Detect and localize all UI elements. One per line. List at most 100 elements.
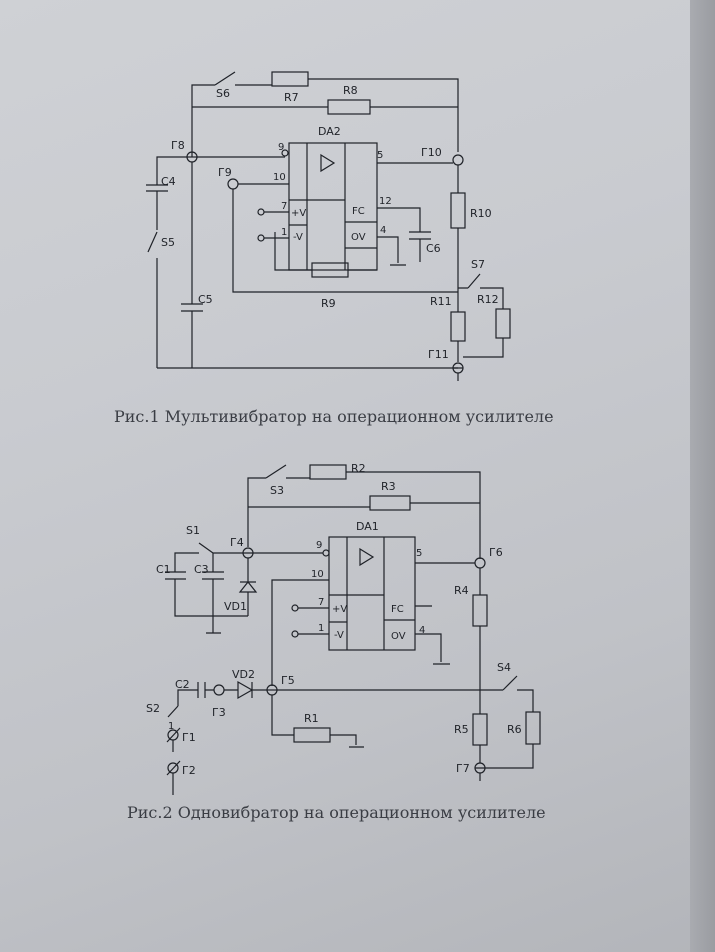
fig1-label-g11: Г11 [428, 348, 449, 361]
fig2-c2-capacitor [167, 682, 214, 718]
fig1-pin-4: 4 [380, 225, 386, 236]
fig1-multivibrator: S6 R7 R8 Г8 DA2 9 Г9 10 7 1 +V -V FC OV … [114, 71, 554, 426]
fig1-label-r11: R11 [430, 295, 452, 308]
fig2-label-vd2: VD2 [232, 668, 255, 681]
fig2-label-r5: R5 [454, 723, 469, 736]
fig2-label-s2: S2 [146, 702, 160, 715]
fig2-g3-terminal [213, 684, 225, 696]
fig1-pin-9: 9 [278, 142, 284, 153]
fig2-label-r4: R4 [454, 584, 469, 597]
fig1-caption: Рис.1 Мультивибратор на операционном уси… [114, 407, 554, 426]
fig1-pin-12: 12 [379, 196, 392, 207]
fig1-label-r10: R10 [470, 207, 492, 220]
fig2-label-c1: C1 [156, 563, 171, 576]
fig2-g6-terminal [474, 557, 486, 569]
fig2-pin-4: 4 [419, 625, 425, 636]
fig2-label-s3: S3 [270, 484, 284, 497]
fig2-label-c2: C2 [175, 678, 190, 691]
fig2-label-g7: Г7 [456, 762, 470, 775]
fig2-label-r6: R6 [507, 723, 522, 736]
fig2-label-s1: S1 [186, 524, 200, 537]
fig1-c4-branch [146, 156, 187, 368]
fig2-s4-branch [480, 675, 534, 769]
fig2-opamp-neg-label: -V [334, 630, 344, 641]
fig1-label-da2: DA2 [318, 125, 341, 138]
fig1-opamp-neg-label: -V [293, 232, 303, 243]
fig1-label-g8: Г8 [171, 139, 185, 152]
fig2-label-r3: R3 [381, 480, 396, 493]
fig1-label-r12: R12 [477, 293, 499, 306]
fig1-opamp-pos-label: +V [291, 208, 306, 219]
fig1-label-r9: R9 [321, 297, 336, 310]
fig2-label-s4: S4 [497, 661, 511, 674]
fig2-r5-resistor [472, 713, 488, 746]
fig2-top-rail [247, 464, 481, 559]
fig2-pin-10: 10 [311, 569, 324, 580]
page-edge [690, 0, 715, 952]
fig2-opamp-pos-label: +V [332, 604, 347, 615]
fig2-ground-icon [415, 605, 450, 665]
fig1-pin-5: 5 [377, 150, 383, 161]
fig2-label-g5: Г5 [281, 674, 295, 687]
fig1-opamp-body [288, 142, 378, 271]
fig2-caption: Рис.2 Одновибратор на операционном усили… [127, 803, 546, 822]
fig2-label-g1: Г1 [182, 731, 196, 744]
fig1-opamp-triangle-icon [320, 153, 336, 173]
fig2-r1-resistor [293, 727, 331, 743]
fig1-c6-branch [377, 207, 431, 262]
fig1-label-r8: R8 [343, 84, 358, 97]
fig1-pin-1: 1 [281, 227, 287, 238]
fig1-pin-7: 7 [281, 201, 287, 212]
fig1-label-g10: Г10 [421, 146, 442, 159]
fig1-feedback [232, 183, 458, 293]
fig1-label-c6: C6 [426, 242, 441, 255]
fig2-pin-5: 5 [416, 548, 422, 559]
fig2-s2-position-1: 1 [168, 721, 174, 732]
fig1-top-rail [191, 71, 459, 157]
fig2-pin-1: 1 [318, 623, 324, 634]
fig2-monovibrator: R2 S3 R3 DA1 S1 Г4 9 10 7 1 +V -V FC OV … [127, 462, 546, 822]
fig2-label-g2: Г2 [182, 764, 196, 777]
fig1-output-branch [457, 273, 504, 362]
fig2-opamp-triangle-icon [359, 547, 375, 567]
fig1-label-c4: C4 [161, 175, 176, 188]
fig2-vd1-diode-icon [238, 558, 258, 616]
fig1-r9-resistor [311, 262, 349, 278]
fig2-label-g3: Г3 [212, 706, 226, 719]
fig1-ground-icon [377, 236, 406, 266]
fig2-pin-7: 7 [318, 597, 324, 608]
fig1-g9-terminal [227, 178, 239, 190]
fig1-label-g9: Г9 [218, 166, 232, 179]
fig2-opamp-ov-label: OV [391, 631, 406, 642]
fig1-opamp-fc-label: FC [352, 206, 365, 217]
fig2-label-c3: C3 [194, 563, 209, 576]
fig2-r3-resistor [369, 495, 411, 511]
fig1-label-c5: C5 [198, 293, 213, 306]
fig1-label-r7: R7 [284, 91, 299, 104]
fig2-label-g6: Г6 [489, 546, 503, 559]
fig1-r8-resistor [327, 99, 371, 115]
fig2-label-vd1: VD1 [224, 600, 247, 613]
fig2-pin-9: 9 [316, 540, 322, 551]
fig2-r6-resistor [525, 711, 541, 745]
fig1-label-s6: S6 [216, 87, 230, 100]
fig2-opamp-fc-label: FC [391, 604, 404, 615]
fig2-label-r2: R2 [351, 462, 366, 475]
fig1-r7-resistor [271, 71, 309, 87]
fig2-r4-resistor [472, 594, 488, 627]
fig1-label-s7: S7 [471, 258, 485, 271]
fig2-r2-resistor [309, 464, 347, 480]
fig1-r12-resistor [495, 308, 511, 339]
fig2-label-r1: R1 [304, 712, 319, 725]
fig2-label-da1: DA1 [356, 520, 379, 533]
fig2-opamp-body [328, 536, 416, 651]
fig1-c5-branch [181, 162, 203, 368]
fig1-pin-10: 10 [273, 172, 286, 183]
fig1-r11-resistor [450, 311, 466, 342]
fig2-label-g4: Г4 [230, 536, 244, 549]
fig2-s1-c1-c3 [165, 542, 253, 634]
fig1-r10-resistor [450, 192, 466, 229]
fig1-g10-terminal [452, 154, 464, 166]
